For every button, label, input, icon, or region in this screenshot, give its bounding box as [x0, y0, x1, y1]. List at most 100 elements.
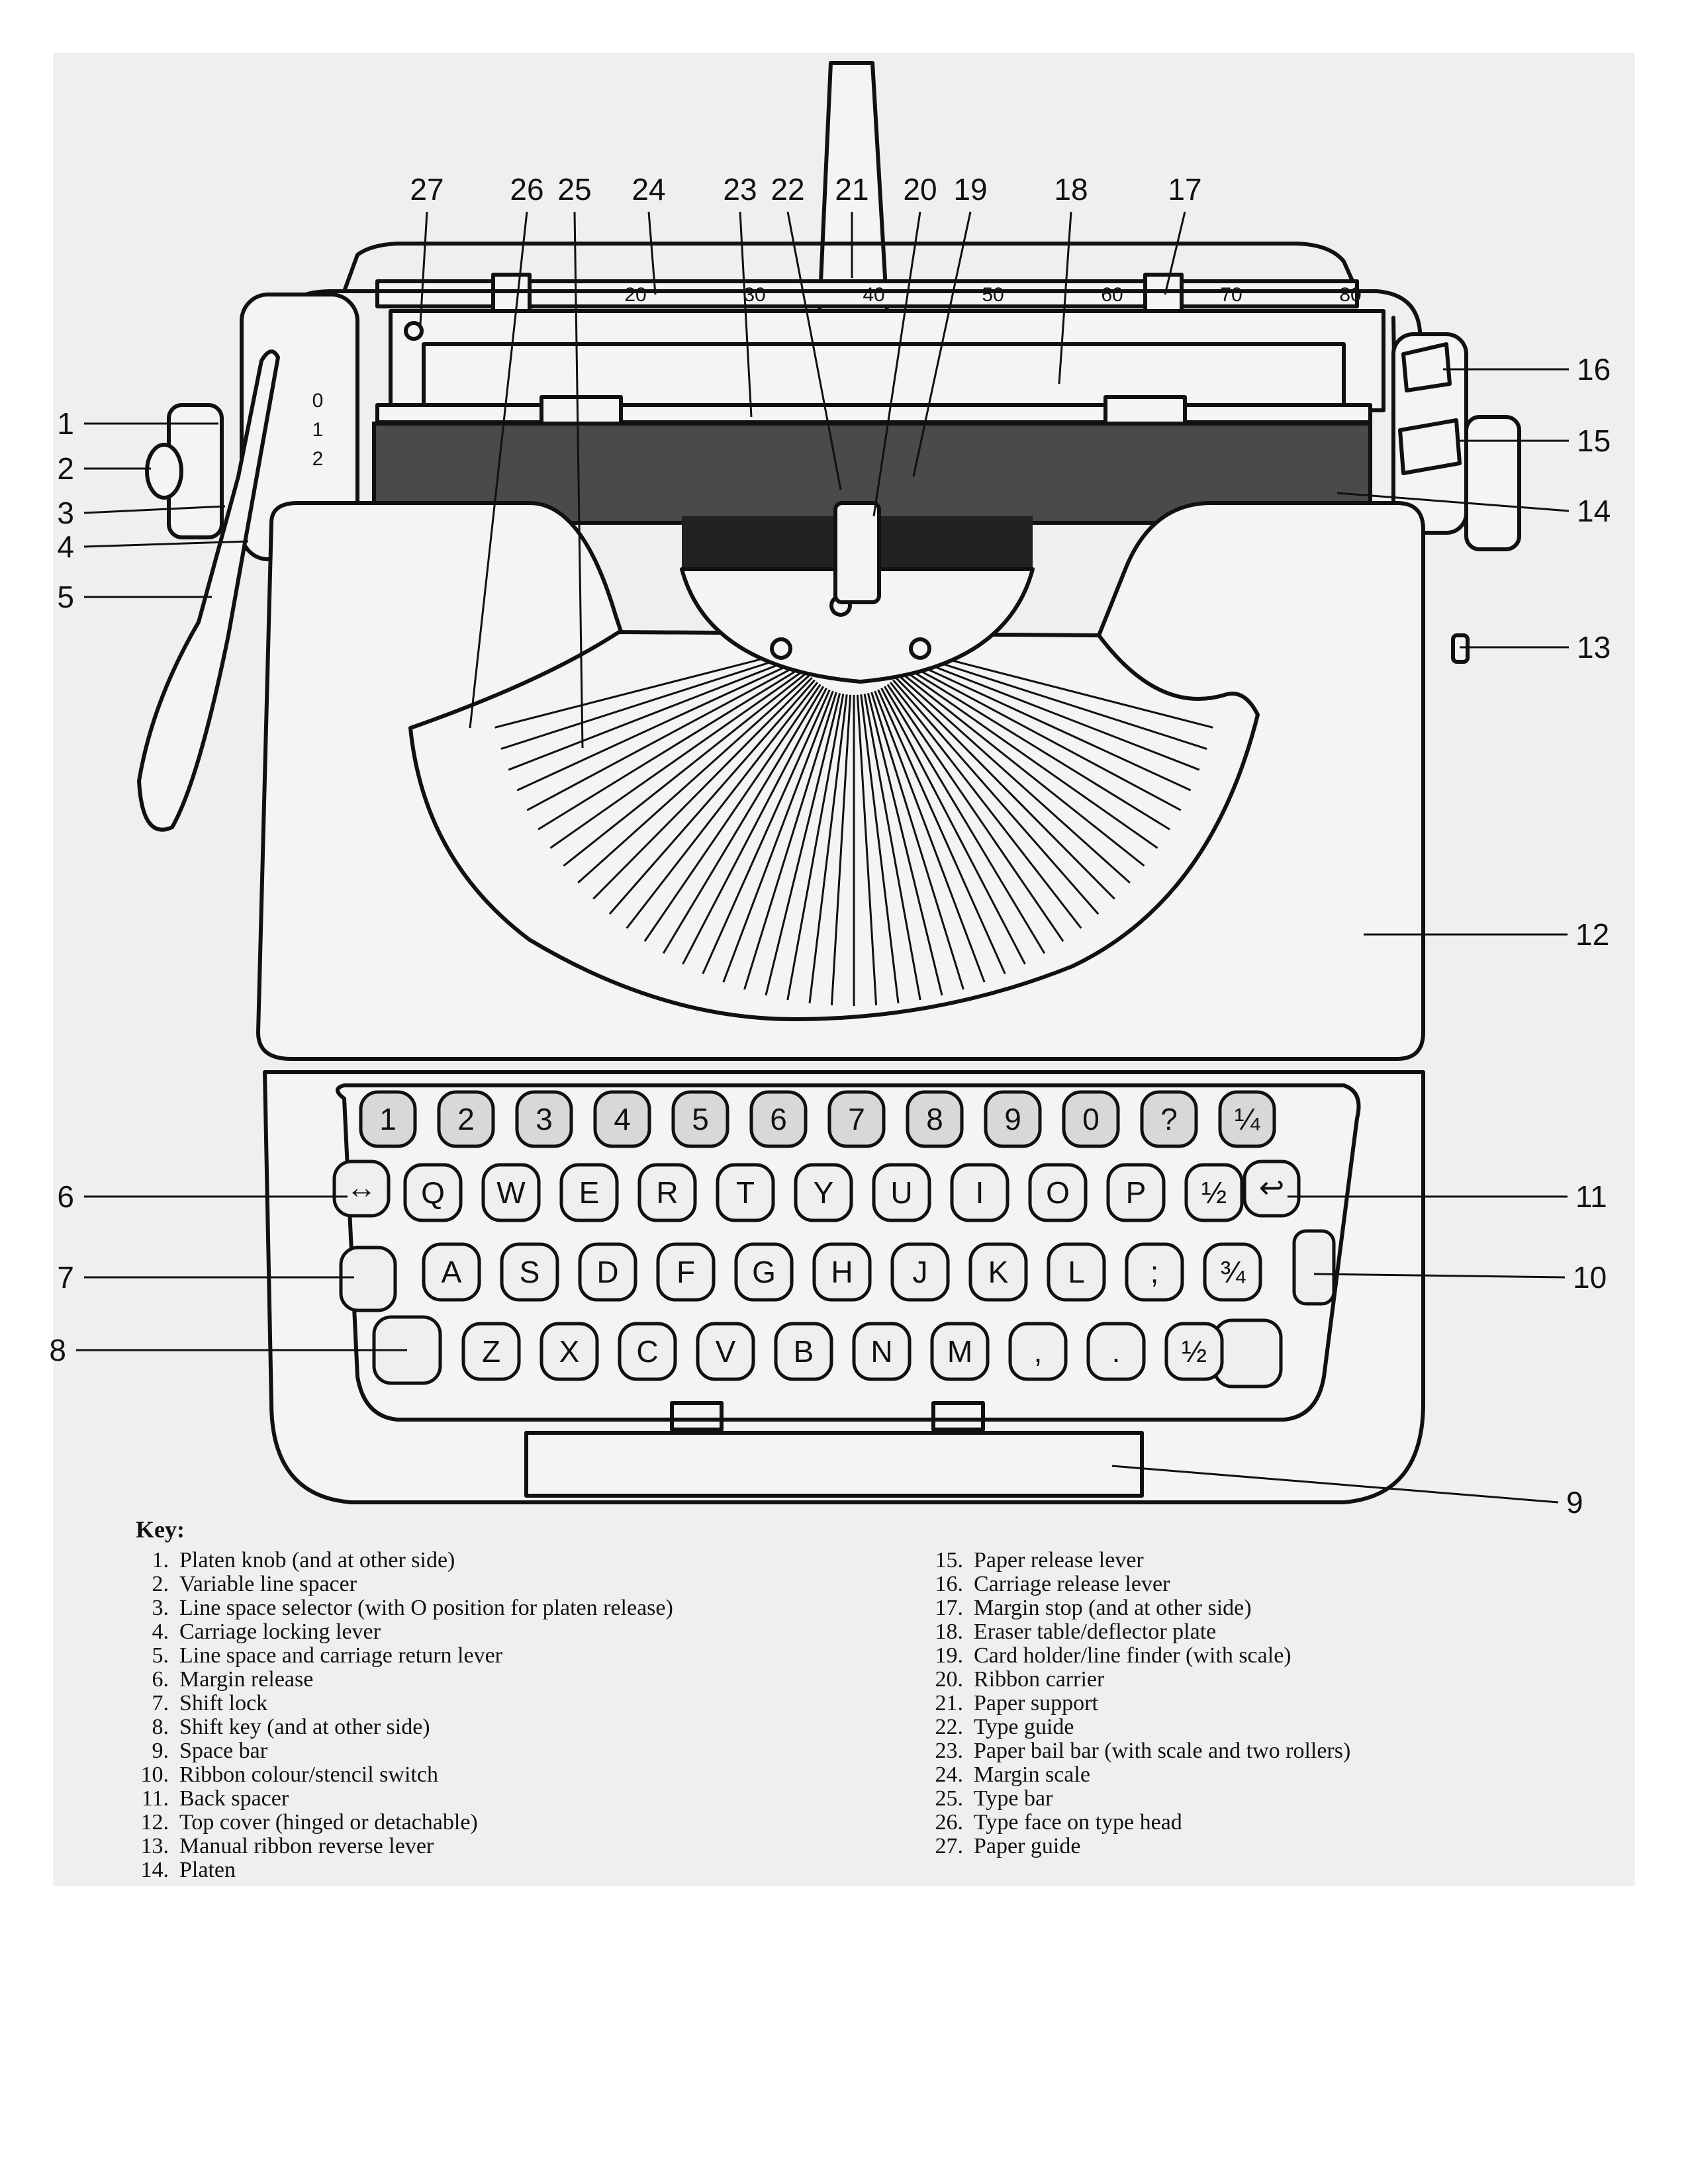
key — [1125, 1242, 1184, 1302]
space-bar — [524, 1431, 1144, 1498]
key-label: 8 — [926, 1102, 943, 1136]
key-entry-number: 24. — [935, 1762, 964, 1787]
type-bar — [577, 674, 811, 884]
key-entry-text: Ribbon carrier — [974, 1667, 1105, 1692]
callout-number: 13 — [1577, 630, 1611, 664]
key-entry: 3.Line space selector (with O position f… — [119, 1596, 900, 1620]
segment-screw-left — [770, 637, 792, 660]
key-entry: 21.Paper support — [914, 1692, 1575, 1715]
key — [734, 1242, 794, 1302]
type-bar — [682, 688, 827, 965]
scale-number: 80 — [1339, 284, 1361, 306]
callout-number: 15 — [1577, 424, 1611, 458]
type-bar — [722, 690, 834, 983]
callout-leader — [912, 211, 972, 477]
key — [696, 1322, 755, 1381]
carriage-return-lever — [137, 349, 280, 832]
type-segment — [680, 567, 1035, 684]
type-bars — [494, 649, 1213, 1006]
key-label: L — [1068, 1255, 1085, 1289]
margin-release-glyph: ↔ — [346, 1170, 377, 1205]
key-label: 7 — [848, 1102, 865, 1136]
key-label: E — [579, 1175, 600, 1210]
key-label: 2 — [457, 1102, 475, 1136]
type-bar — [563, 671, 808, 867]
type-bar — [908, 659, 1192, 792]
key-column-left: 1.Platen knob (and at other side)2.Varia… — [119, 1549, 900, 1882]
scale-number: 70 — [1220, 284, 1242, 306]
key — [1203, 1242, 1262, 1302]
key-entry: 14.Platen — [119, 1858, 900, 1882]
key-entry-text: Platen knob (and at other side) — [179, 1548, 455, 1572]
callout-leader — [83, 540, 249, 548]
key-entry-number: 15. — [935, 1548, 964, 1572]
key — [500, 1242, 559, 1302]
callout-number: 10 — [1573, 1260, 1607, 1295]
key — [1062, 1090, 1120, 1148]
type-bar — [860, 694, 900, 1004]
ribbon-colour-switch — [1292, 1229, 1336, 1306]
type-bar — [867, 693, 943, 996]
type-bar — [626, 682, 819, 929]
key-label: N — [870, 1334, 892, 1369]
keyboard-well — [336, 1083, 1361, 1422]
key-label: V — [716, 1334, 736, 1369]
key-entry: 15. Paper release lever — [914, 1549, 1575, 1572]
paper-bail-bar — [375, 403, 1372, 424]
type-bar — [906, 662, 1182, 811]
callout-numbers: 1234567891011121314151617181920212223242… — [49, 172, 1611, 1516]
callout-number: 18 — [1054, 172, 1088, 206]
type-bar — [904, 665, 1170, 831]
key-label: Y — [814, 1175, 834, 1210]
key-label: 4 — [614, 1102, 631, 1136]
key-entry: 24.Margin scale — [914, 1763, 1575, 1787]
key-entry-number: 25. — [935, 1786, 964, 1811]
key-entry-text: Type bar — [974, 1786, 1053, 1811]
scale-number: 60 — [1101, 284, 1123, 306]
type-bar — [500, 653, 798, 750]
key — [422, 1242, 481, 1302]
callout-leader — [1313, 1273, 1566, 1279]
type-bar — [877, 689, 1006, 974]
key — [827, 1090, 886, 1148]
type-bar — [830, 694, 852, 1006]
ribbon-left — [682, 516, 834, 569]
type-bar — [889, 682, 1082, 929]
key-entry-text: Manual ribbon reverse lever — [179, 1834, 434, 1858]
key-label: F — [677, 1255, 695, 1289]
key-entry-number: 6. — [152, 1667, 169, 1692]
callout-leader — [1164, 211, 1186, 295]
key — [890, 1242, 950, 1302]
key — [1218, 1090, 1276, 1148]
key-label: T — [736, 1175, 755, 1210]
scale-number: 30 — [743, 284, 765, 306]
key — [671, 1090, 729, 1148]
key-entry: 12.Top cover (hinged or detachable) — [119, 1811, 900, 1835]
key-label: W — [496, 1175, 526, 1210]
callout-leader — [1058, 211, 1072, 385]
key-entry-text: Margin release — [179, 1667, 314, 1692]
key — [559, 1163, 619, 1222]
key-entry: 25. Type bar — [914, 1787, 1575, 1811]
line-space-mark: 0 — [312, 390, 324, 412]
key-entry-number: 4. — [152, 1619, 169, 1644]
callout-number: 19 — [953, 172, 987, 206]
key-entry: 8.Shift key (and at other side) — [119, 1715, 900, 1739]
key-label: X — [559, 1334, 580, 1369]
key-entry-text: Paper release lever — [974, 1548, 1144, 1572]
paper-guide-plate — [389, 309, 1385, 412]
key — [812, 1242, 872, 1302]
type-bar — [909, 656, 1200, 771]
key-entry-text: Top cover (hinged or detachable) — [179, 1810, 478, 1835]
ribbon-reverse-lever — [1451, 633, 1470, 664]
key-entry-text: Line space and carriage return lever — [179, 1643, 502, 1668]
carriage-release-lever — [1401, 342, 1452, 392]
key-label: 9 — [1004, 1102, 1021, 1136]
key-entry: 26.Type face on type head — [914, 1811, 1575, 1835]
key — [774, 1322, 833, 1381]
key-entry-number: 7. — [152, 1691, 169, 1715]
key-entry: 1.Platen knob (and at other side) — [119, 1549, 900, 1572]
key-entry: 6. Margin release — [119, 1668, 900, 1692]
type-bar — [863, 694, 921, 1001]
callout-number: 8 — [49, 1333, 66, 1367]
